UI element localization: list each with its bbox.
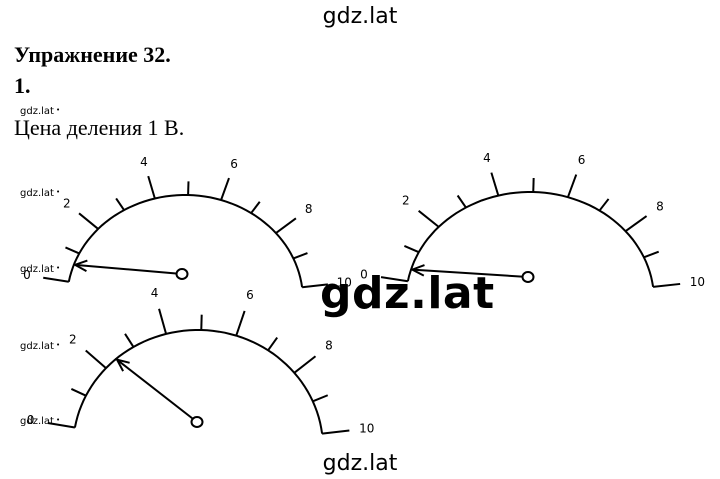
minor-tick bbox=[267, 337, 279, 351]
scale-label: 6 bbox=[246, 288, 254, 302]
watermark-small: gdz.lat bbox=[20, 106, 60, 117]
scale-label: 0 bbox=[23, 268, 31, 282]
minor-tick bbox=[250, 201, 261, 214]
pointer-needle bbox=[116, 358, 198, 423]
exercise-title: Упражнение 32. bbox=[14, 42, 171, 67]
watermark-top: gdz.lat bbox=[322, 4, 398, 29]
exercise-text: Цена деления 1 В. bbox=[14, 115, 185, 140]
major-tick bbox=[85, 349, 107, 369]
scale-label: 8 bbox=[305, 202, 313, 216]
minor-tick bbox=[643, 250, 660, 259]
scale-label: 2 bbox=[69, 332, 77, 346]
major-tick bbox=[220, 177, 230, 201]
major-tick bbox=[321, 429, 350, 435]
minor-tick bbox=[312, 394, 329, 403]
watermark-center: gdz.lat bbox=[320, 268, 495, 319]
pointer-arrowhead bbox=[409, 264, 425, 277]
scale-label: 10 bbox=[359, 421, 374, 435]
minor-tick bbox=[115, 197, 125, 211]
pointer-arrowhead bbox=[115, 358, 130, 372]
major-tick bbox=[275, 217, 297, 234]
pointer-pivot bbox=[521, 271, 535, 283]
scale-label: 8 bbox=[656, 199, 664, 213]
major-tick bbox=[624, 215, 648, 232]
scale-label: 10 bbox=[690, 275, 705, 289]
major-tick bbox=[566, 174, 578, 198]
scale-label: 2 bbox=[63, 196, 71, 210]
major-tick bbox=[380, 276, 409, 283]
scale-label: 4 bbox=[151, 286, 159, 300]
minor-tick bbox=[456, 194, 467, 209]
major-tick bbox=[158, 308, 168, 335]
scale-label: 10 bbox=[337, 276, 352, 290]
pointer-needle bbox=[412, 268, 529, 278]
pointer-pivot bbox=[190, 416, 204, 428]
major-tick bbox=[147, 175, 156, 199]
major-tick bbox=[43, 276, 69, 283]
scale-label: 2 bbox=[402, 194, 410, 208]
watermark-small: gdz.lat bbox=[20, 416, 60, 427]
major-tick bbox=[78, 212, 99, 230]
scale-label: 0 bbox=[360, 267, 368, 281]
major-tick bbox=[490, 172, 500, 196]
minor-tick bbox=[403, 245, 420, 254]
major-tick bbox=[302, 283, 328, 289]
pointer-pivot bbox=[175, 268, 189, 280]
item-number: 1. bbox=[14, 73, 31, 98]
major-tick bbox=[47, 422, 76, 429]
pointer-arrowhead bbox=[72, 259, 88, 272]
pointer-needle bbox=[74, 263, 183, 275]
major-tick bbox=[293, 355, 317, 374]
scale-label: 4 bbox=[140, 155, 148, 169]
watermark-small: gdz.lat bbox=[20, 341, 60, 352]
scale-label: 0 bbox=[27, 413, 35, 427]
minor-tick bbox=[124, 333, 135, 348]
minor-tick bbox=[70, 388, 87, 397]
minor-tick bbox=[293, 252, 308, 260]
minor-tick bbox=[598, 198, 610, 212]
major-tick bbox=[652, 282, 681, 288]
minor-tick bbox=[65, 246, 80, 255]
watermark-small: gdz.lat bbox=[20, 264, 60, 275]
major-tick bbox=[235, 310, 246, 336]
scale-label: 6 bbox=[230, 157, 238, 171]
scale-label: 4 bbox=[483, 151, 491, 165]
watermark-small: gdz.lat bbox=[20, 188, 60, 199]
major-tick bbox=[418, 210, 440, 228]
scale-label: 8 bbox=[325, 339, 333, 353]
scale-label: 6 bbox=[578, 153, 586, 167]
watermark-bottom: gdz.lat bbox=[322, 451, 398, 476]
